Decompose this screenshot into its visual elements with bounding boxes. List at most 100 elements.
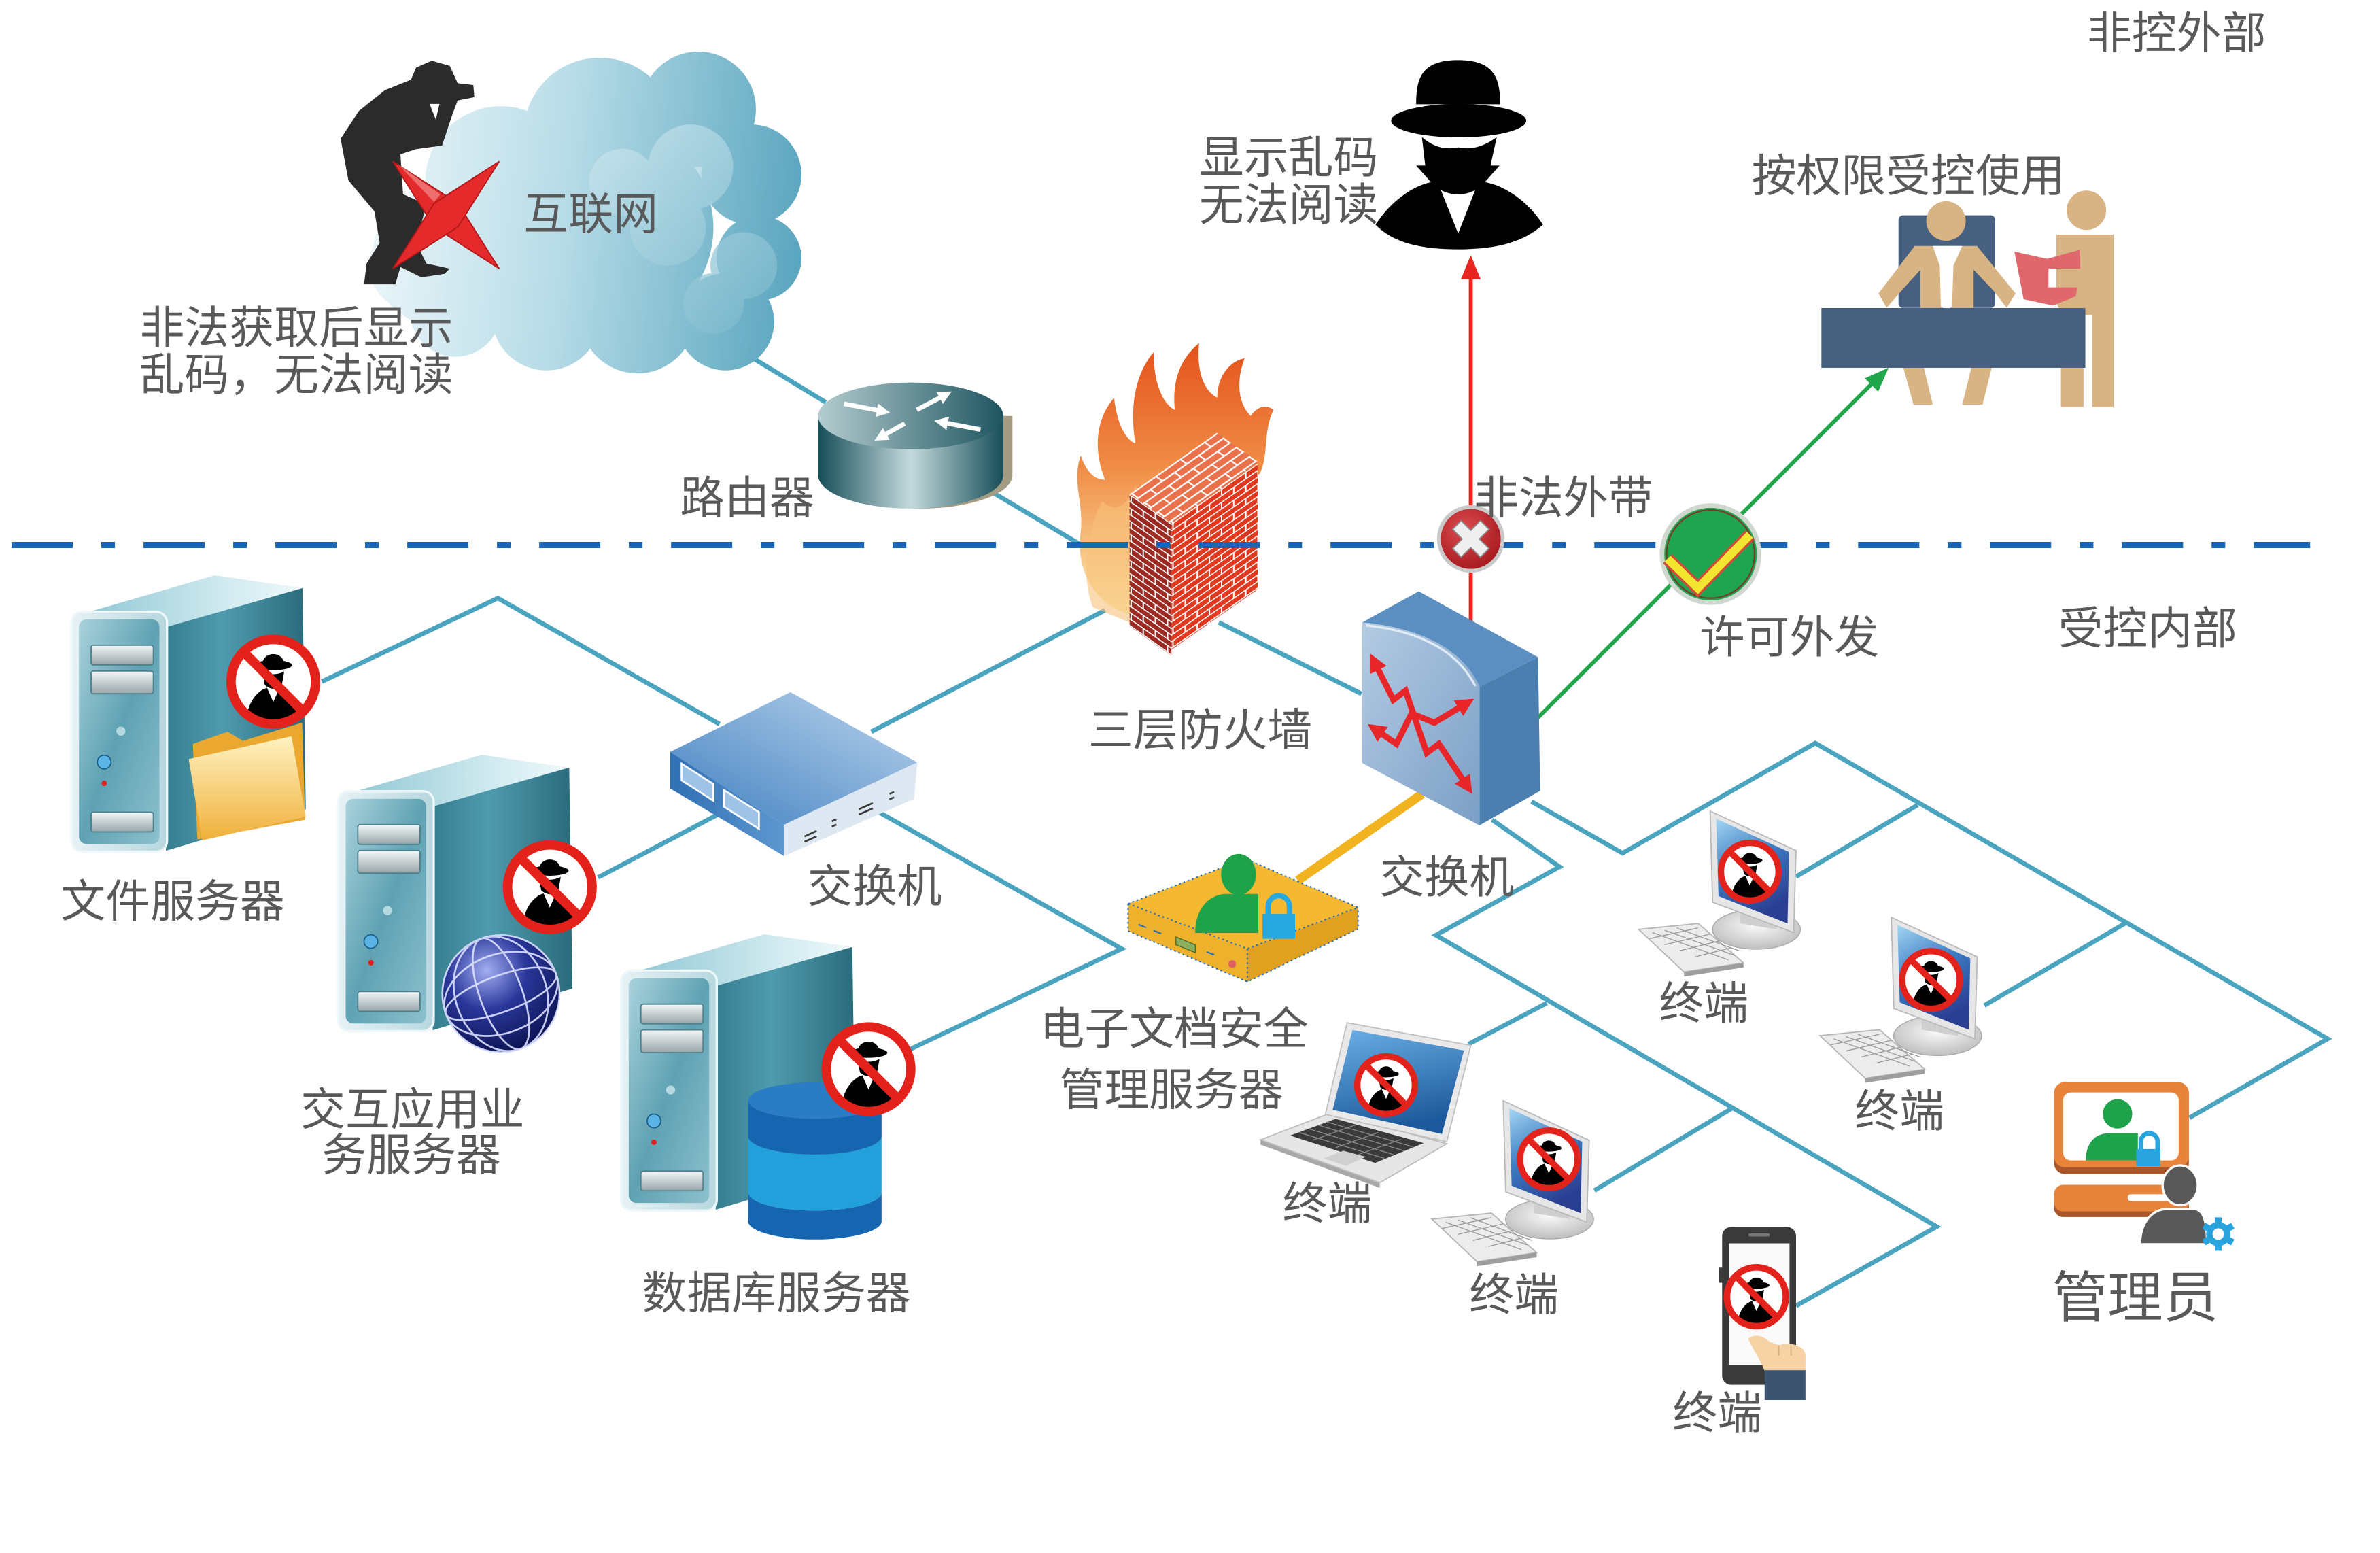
- brick-wall-top-face: [1129, 432, 1259, 524]
- laptop-no-access-icon: [1356, 1055, 1416, 1115]
- brick-wall-left-face: [1129, 494, 1172, 656]
- authorized-use-note: 按权限受控使用: [1752, 150, 2065, 202]
- exfiltration-label: 非法外带: [1474, 472, 1653, 524]
- terminal-label-desktop-3: 终端: [1469, 1269, 1559, 1321]
- photographer-eavesdropper-icon: [341, 61, 475, 285]
- lock-shackle: [1265, 893, 1292, 915]
- application-server-label-line-1: 交互应用业: [300, 1084, 524, 1136]
- desktop-terminal-2-icon: [1818, 917, 1983, 1084]
- check-circle-bg: [1659, 503, 1762, 605]
- photographer-silhouette: [341, 61, 475, 285]
- globe-outline: [441, 934, 561, 1054]
- standing-person-head: [2067, 190, 2107, 231]
- dsm-display: [1175, 936, 1196, 953]
- application-server-no-access-icon: [506, 843, 593, 931]
- document-security-server-label-line-2: 管理服务器: [1059, 1064, 1283, 1116]
- phone-side-button: [1719, 1267, 1723, 1283]
- laptop-keyboard: [1290, 1119, 1424, 1163]
- admin-base-slot: [2127, 1194, 2175, 1201]
- hacker-beard: [1416, 137, 1500, 194]
- terminal-label-desktop-2: 终端: [1855, 1085, 1944, 1138]
- check-glyph: [1664, 532, 1753, 594]
- link-net-b-laptop: [1467, 1001, 1548, 1046]
- router-label: 路由器: [680, 472, 814, 524]
- document-security-server-label-line-1: 电子文档安全: [1039, 1003, 1308, 1055]
- link-switch-file-server: [320, 595, 721, 726]
- cloud-bump: [491, 261, 602, 371]
- check-circle-icon: [1659, 503, 1762, 605]
- switch-right-face: [784, 762, 918, 856]
- router-arrows: [843, 391, 982, 441]
- attacker-note-line-2: 无法阅读: [1199, 179, 1378, 231]
- blocked-flow-arrowhead: [1461, 255, 1481, 279]
- dsm-front-marks: [1138, 923, 1215, 956]
- firewall-icon: [1077, 343, 1274, 656]
- router-arrow-icon: [843, 401, 891, 417]
- hand: [1748, 1335, 1806, 1371]
- router-top: [818, 382, 1003, 449]
- link-firewall-server-switch: [870, 608, 1107, 734]
- phone-speaker: [1748, 1233, 1770, 1237]
- core-switch-icon: [1362, 591, 1540, 825]
- hand-knuckles: [1778, 1345, 1792, 1356]
- seated-person-leg: [1962, 367, 1992, 405]
- eavesdropper-note-line-1: 非法获取后显示: [140, 302, 453, 354]
- folder-front: [188, 736, 306, 840]
- link-net-a-terminal-2: [1983, 921, 2126, 1008]
- link-core-document-security-server: [1295, 790, 1425, 885]
- dsm-right-face: [1247, 907, 1358, 982]
- outbound-label: 许可外发: [1700, 611, 1879, 664]
- db-band-bottom: [748, 1193, 882, 1240]
- user-icon-body: [1195, 893, 1258, 934]
- server-switch-icon: [670, 692, 918, 856]
- desktop-terminal-3-no-access-icon: [1519, 1129, 1579, 1189]
- link-net-a-terminal-1: [1795, 803, 1919, 879]
- brick-mortar: [1171, 463, 1258, 650]
- zone-internal-label: 受控内部: [2058, 602, 2237, 655]
- attacker-note-line-1: 显示乱码: [1199, 132, 1378, 184]
- globe-grid: [441, 934, 561, 1054]
- database-server-no-access-icon: [825, 1025, 912, 1113]
- admin-person-head: [2161, 1164, 2199, 1207]
- file-server-no-access-icon: [230, 638, 317, 726]
- x-bar: [392, 160, 500, 269]
- authorized-user-desk-icon: [1821, 190, 2114, 407]
- document-security-server-icon: [1126, 853, 1360, 983]
- link-switch-app-server: [597, 811, 721, 880]
- cloud-bump: [579, 258, 695, 374]
- terminal-label-smartphone: 终端: [1672, 1387, 1762, 1439]
- zone-external-label: 非控外部: [2087, 7, 2266, 60]
- brick-wall-right-face: [1171, 463, 1258, 650]
- admin-base: [2054, 1184, 2189, 1212]
- hacker-icon: [1375, 60, 1543, 250]
- core-switch-right-face: [1479, 657, 1540, 825]
- link-router-firewall: [985, 487, 1085, 549]
- brick-mortar: [1129, 432, 1259, 524]
- brick-mortar: [1129, 494, 1172, 656]
- database-server-label: 数据库服务器: [642, 1267, 911, 1320]
- photographer-face-gap: [429, 103, 440, 120]
- link-firewall-core-switch: [1218, 620, 1363, 696]
- hand-icon: [1748, 1335, 1806, 1400]
- document-book: [2014, 250, 2080, 306]
- user-icon-body: [2086, 1133, 2138, 1161]
- switch-top: [670, 692, 918, 825]
- core-switch-label: 交换机: [1380, 851, 1515, 904]
- administrator-label: 管理员: [2052, 1265, 2218, 1330]
- red-x-icon: [392, 160, 500, 269]
- lock-icon: [2136, 1148, 2161, 1166]
- folder-icon: [188, 722, 306, 840]
- user-icon-head: [2103, 1099, 2133, 1129]
- switch-port: [723, 788, 760, 831]
- link-switch-db-server: [878, 810, 1127, 1051]
- hacker-hat-crown: [1416, 60, 1500, 105]
- labels: 非控外部 受控内部 互联网 非法获取后显示 乱码，无法阅读 显示乱码 无法阅读 …: [61, 7, 2266, 1439]
- server-switch-label: 交换机: [808, 860, 942, 912]
- core-switch-top: [1362, 591, 1538, 687]
- globe-icon: [441, 934, 561, 1054]
- link-core-terminal-net-b: [1431, 817, 1942, 1308]
- cloud-inner-bump: [683, 273, 744, 335]
- x-circle-icon: [1436, 505, 1505, 573]
- check-circle-rim: [1666, 509, 1756, 599]
